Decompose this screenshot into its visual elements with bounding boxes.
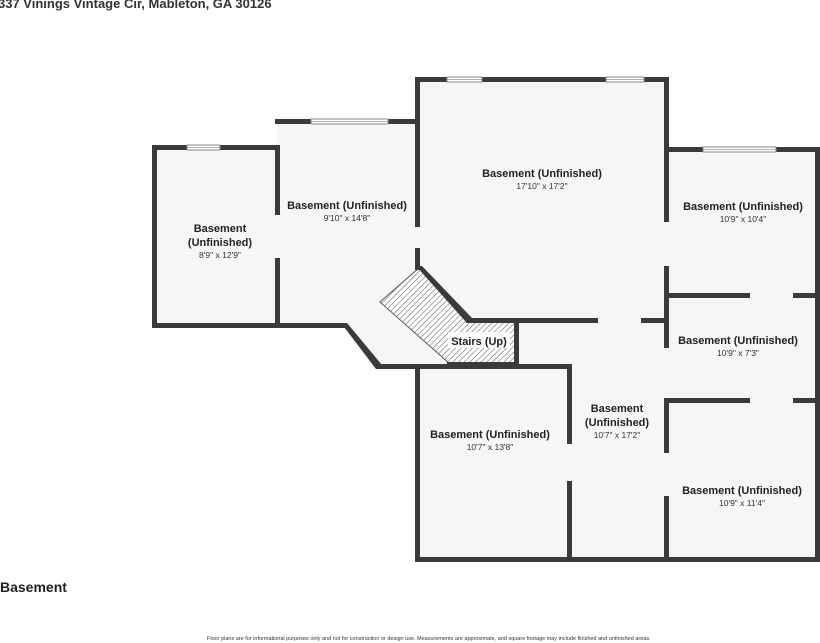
room-name: Basement (Unfinished) (678, 335, 798, 347)
room-name: (Unfinished) (585, 417, 649, 429)
room-dimensions: 10'7" x 13'8" (467, 442, 514, 452)
floor-area (152, 77, 819, 562)
windows (186, 76, 777, 153)
room-label-bottom-center: Basement (Unfinished) 10'7" x 17'2" (585, 403, 649, 440)
stairs-label: Stairs (Up) (448, 332, 510, 348)
window (702, 146, 777, 153)
room-dimensions: 10'9" x 11'4" (719, 498, 765, 508)
room-label-top-right: Basement (Unfinished) 10'9" x 10'4" (683, 201, 803, 224)
room-name: Basement (Unfinished) (683, 201, 803, 213)
room-label-top-center: Basement (Unfinished) 17'10" x 17'2" (482, 168, 602, 191)
room-name: (Unfinished) (188, 237, 252, 249)
room-label-bottom-left: Basement (Unfinished) 10'7" x 13'8" (430, 429, 550, 452)
level-name: Basement (0, 579, 67, 595)
room-dimensions: 9'10" x 14'8" (324, 213, 371, 223)
room-label-center-left: Basement (Unfinished) 9'10" x 14'8" (287, 200, 407, 223)
room-dimensions: 10'9" x 7'3" (717, 348, 759, 358)
room-name: Basement (Unfinished) (682, 485, 802, 497)
room-dimensions: 8'9" x 12'9" (199, 250, 241, 260)
room-name: Basement (Unfinished) (482, 168, 602, 180)
room-label-bottom-right: Basement (Unfinished) 10'9" x 11'4" (682, 485, 802, 508)
room-name: Basement (Unfinished) (287, 200, 407, 212)
window (186, 144, 221, 151)
room-label-left: Basement (Unfinished) 8'9" x 12'9" (188, 223, 252, 260)
room-dimensions: 17'10" x 17'2" (516, 181, 567, 191)
stairs-text: Stairs (Up) (451, 336, 507, 348)
room-dimensions: 10'7" x 17'2" (594, 430, 641, 440)
window (446, 76, 483, 83)
property-address: 337 Vinings Vintage Cir, Mableton, GA 30… (0, 0, 272, 11)
room-label-mid-right: Basement (Unfinished) 10'9" x 7'3" (678, 335, 798, 358)
window (310, 118, 389, 125)
room-name: Basement (Unfinished) (430, 429, 550, 441)
disclaimer: Floor plans are for informational purpos… (207, 636, 651, 642)
room-name: Basement (591, 403, 644, 415)
room-dimensions: 10'9" x 10'4" (720, 214, 767, 224)
window (605, 76, 645, 83)
room-name: Basement (194, 223, 247, 235)
